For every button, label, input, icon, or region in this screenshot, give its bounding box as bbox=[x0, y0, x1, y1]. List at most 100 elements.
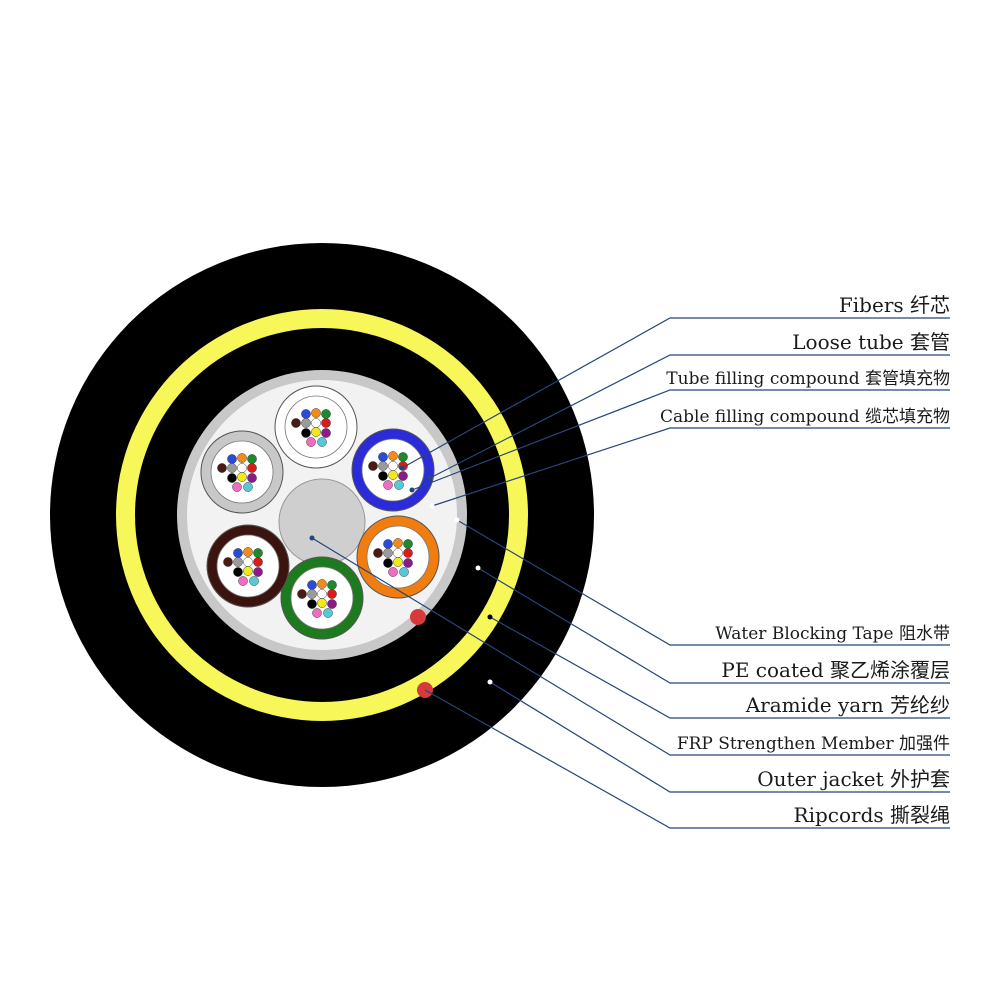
fiber bbox=[378, 452, 388, 462]
fiber bbox=[317, 589, 327, 599]
leader-line-aramide bbox=[489, 616, 950, 719]
leader-line-outer-jacket bbox=[489, 681, 950, 793]
fiber bbox=[403, 539, 413, 549]
fiber bbox=[307, 599, 317, 609]
leader-line-water-blocking bbox=[456, 519, 950, 646]
fiber bbox=[323, 608, 333, 618]
fiber bbox=[311, 418, 321, 428]
leader-dot-aramide bbox=[487, 614, 493, 620]
leader-line-frp bbox=[311, 537, 950, 756]
fiber bbox=[243, 482, 253, 492]
loose-tube bbox=[206, 524, 290, 608]
fiber bbox=[243, 566, 253, 576]
fiber bbox=[306, 437, 316, 447]
leader-dot-frp bbox=[309, 535, 315, 541]
fiber bbox=[378, 461, 388, 471]
loose-tube bbox=[351, 428, 435, 512]
fiber bbox=[388, 567, 398, 577]
fiber bbox=[383, 558, 393, 568]
fiber bbox=[253, 567, 263, 577]
fiber bbox=[238, 576, 248, 586]
fiber bbox=[327, 589, 337, 599]
leader-dot-outer-jacket bbox=[487, 679, 493, 685]
fiber bbox=[311, 427, 321, 437]
fiber bbox=[307, 589, 317, 599]
loose-tube bbox=[200, 430, 284, 514]
fiber bbox=[373, 548, 383, 558]
fiber bbox=[243, 547, 253, 557]
fiber bbox=[243, 557, 253, 567]
fiber bbox=[383, 548, 393, 558]
leader-line-cable-filling bbox=[431, 427, 950, 507]
fiber bbox=[247, 454, 257, 464]
leader-dot-water-blocking bbox=[454, 517, 460, 523]
fiber bbox=[393, 538, 403, 548]
loose-tube bbox=[274, 385, 358, 469]
fiber bbox=[321, 409, 331, 419]
fiber bbox=[217, 463, 227, 473]
fiber bbox=[301, 409, 311, 419]
fiber bbox=[317, 437, 327, 447]
fiber bbox=[223, 557, 233, 567]
fiber bbox=[227, 454, 237, 464]
label-outer-jacket: Outer jacket 外护套 bbox=[757, 767, 950, 791]
label-fibers: Fibers 纤芯 bbox=[839, 293, 950, 317]
loose-tube bbox=[356, 515, 440, 599]
labels: Fibers 纤芯 Loose tube 套管 Tube filling com… bbox=[660, 293, 950, 827]
fiber bbox=[233, 567, 243, 577]
fiber bbox=[388, 451, 398, 461]
label-frp: FRP Strengthen Member 加强件 bbox=[677, 734, 950, 754]
fiber bbox=[393, 557, 403, 567]
label-water-blocking: Water Blocking Tape 阻水带 bbox=[715, 624, 950, 644]
leader-dot-pe-coated bbox=[475, 565, 481, 571]
leader-dot-fibers bbox=[399, 465, 405, 471]
fiber bbox=[383, 539, 393, 549]
fiber bbox=[393, 548, 403, 558]
label-cable-filling: Cable filling compound 缆芯填充物 bbox=[660, 407, 950, 427]
fiber bbox=[233, 557, 243, 567]
fiber bbox=[237, 463, 247, 473]
fiber bbox=[312, 608, 322, 618]
fiber bbox=[321, 428, 331, 438]
leader-dot-cable-filling bbox=[429, 503, 435, 509]
fiber bbox=[327, 580, 337, 590]
loose-tubes bbox=[200, 385, 440, 640]
fiber bbox=[237, 453, 247, 463]
fiber bbox=[307, 580, 317, 590]
fiber bbox=[227, 463, 237, 473]
cable-body bbox=[50, 243, 594, 787]
fiber bbox=[388, 470, 398, 480]
fiber bbox=[368, 461, 378, 471]
fiber bbox=[297, 589, 307, 599]
fiber bbox=[378, 471, 388, 481]
fiber bbox=[232, 482, 242, 492]
fiber bbox=[321, 418, 331, 428]
leader-line-loose-tube bbox=[429, 354, 950, 479]
fiber bbox=[317, 598, 327, 608]
fiber bbox=[399, 567, 409, 577]
fiber bbox=[398, 452, 408, 462]
fiber bbox=[301, 428, 311, 438]
fiber bbox=[327, 599, 337, 609]
fiber bbox=[253, 557, 263, 567]
ripcord-inner bbox=[410, 609, 426, 625]
leader-dots bbox=[309, 465, 493, 685]
leader-line-fibers bbox=[401, 317, 950, 469]
fiber bbox=[383, 480, 393, 490]
fiber bbox=[317, 579, 327, 589]
fiber bbox=[233, 548, 243, 558]
label-ripcords: Ripcords 撕裂绳 bbox=[794, 803, 950, 827]
label-pe-coated: PE coated 聚乙烯涂覆层 bbox=[721, 658, 950, 682]
fiber bbox=[311, 408, 321, 418]
leader-lines bbox=[311, 317, 950, 829]
leader-line-ripcords bbox=[424, 689, 950, 829]
fiber bbox=[237, 472, 247, 482]
fiber bbox=[227, 473, 237, 483]
fiber bbox=[398, 471, 408, 481]
leader-line-pe-coated bbox=[477, 567, 950, 684]
label-tube-filling: Tube filling compound 套管填充物 bbox=[666, 369, 950, 389]
fiber bbox=[394, 480, 404, 490]
loose-tube bbox=[280, 556, 364, 640]
fiber bbox=[247, 473, 257, 483]
